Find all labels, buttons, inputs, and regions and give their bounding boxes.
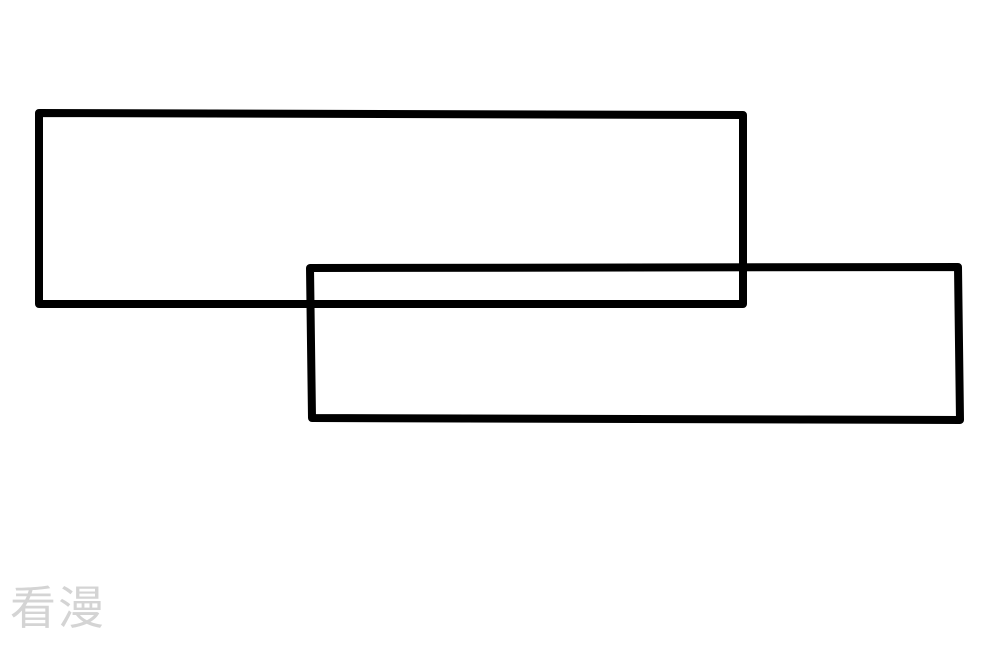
- watermark-logo: 看漫: [10, 581, 106, 635]
- lower-rectangle-outline: [306, 263, 964, 424]
- upper-rectangle-outline: [35, 109, 747, 308]
